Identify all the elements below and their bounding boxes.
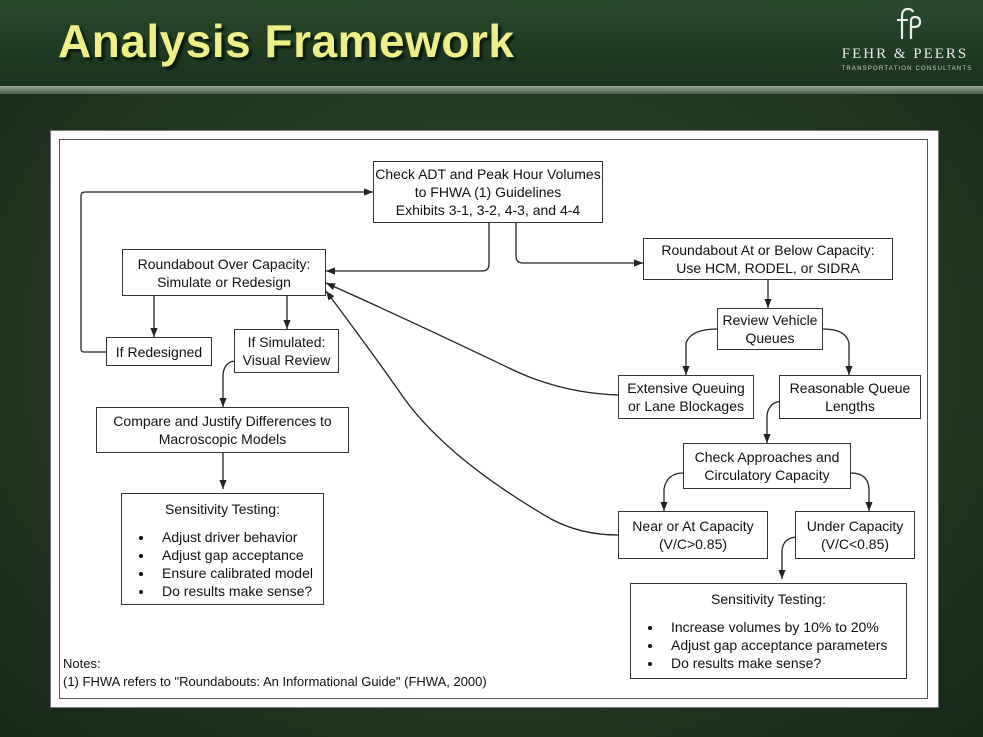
sensitivity-right-list: Increase volumes by 10% to 20% Adjust ga… [631,618,906,672]
compare-justify-box: Compare and Justify Differences to Macro… [96,407,349,453]
arrow-review-to-extensive [682,328,718,375]
flowchart-connectors [80,188,873,579]
extensive-queuing-box: Extensive Queuing or Lane Blockages [618,375,754,419]
at-below-capacity-box: Roundabout At or Below Capacity: Use HCM… [643,238,893,280]
list-item: Adjust driver behavior [154,528,323,546]
notes-heading: Notes: [63,656,101,671]
fp-logo-icon [897,7,922,39]
under-capacity-box: Under Capacity (V/C<0.85) [795,511,915,559]
logo-wordmark: FEHR & PEERS [841,46,969,62]
note-1: (1) FHWA refers to "Roundabouts: An Info… [63,674,487,689]
flowchart-frame [59,139,928,699]
list-item: Adjust gap acceptance [154,546,323,564]
arrow-extensive-to-over [325,282,619,396]
slide-header [0,0,983,92]
arrow-check-to-over [326,223,490,275]
near-at-capacity-box: Near or At Capacity (V/C>0.85) [618,511,768,559]
reasonable-queue-box: Reasonable Queue Lengths [779,375,921,419]
list-item: Do results make sense? [154,582,323,600]
over-capacity-box: Roundabout Over Capacity: Simulate or Re… [122,249,326,296]
header-divider [0,86,983,94]
list-item: Ensure calibrated model [154,564,323,582]
list-item: Do results make sense? [663,654,906,672]
arrow-simulated-to-compare [219,360,235,407]
check-approaches-box: Check Approaches and Circulatory Capacit… [683,443,851,489]
footnotes: Notes: (1) FHWA refers to "Roundabouts: … [63,655,487,691]
if-simulated-box: If Simulated: Visual Review [234,329,339,373]
if-redesigned-box: If Redesigned [106,337,212,366]
arrow-check-to-at-below [515,223,643,267]
list-item: Adjust gap acceptance parameters [663,636,906,654]
arrow-check-to-near [660,472,684,511]
slide-title: Analysis Framework [58,15,515,67]
arrow-redesign-loop [80,188,373,353]
list-item: Increase volumes by 10% to 20% [663,618,906,636]
arrow-near-to-over [325,290,619,536]
sensitivity-testing-left-box: Sensitivity Testing: Adjust driver behav… [121,493,324,605]
sensitivity-left-list: Adjust driver behavior Adjust gap accept… [122,528,323,600]
arrow-review-to-reasonable [822,328,853,375]
flowchart-panel: Check ADT and Peak Hour Volumes to FHWA … [50,130,939,708]
arrow-check-to-under [850,472,873,511]
logo-tagline: TRANSPORTATION CONSULTANTS [841,66,973,72]
sensitivity-testing-right-box: Sensitivity Testing: Increase volumes by… [630,583,907,679]
check-adt-box: Check ADT and Peak Hour Volumes to FHWA … [373,161,603,223]
review-queues-box: Review Vehicle Queues [717,308,823,350]
